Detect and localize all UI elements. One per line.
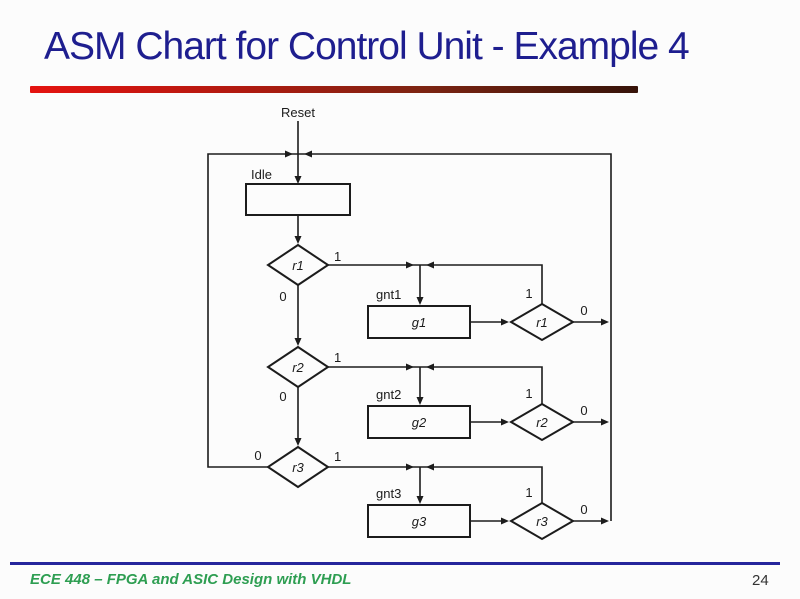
state-box-g3 [367,504,471,538]
decision-r3-label: r3 [292,460,304,475]
wire-outer-loop [207,153,612,521]
r3-false-label: 0 [254,448,261,463]
decision-r1 [266,243,330,287]
decision-r2-label: r2 [292,360,304,375]
decision-hold-r2-label: r2 [536,415,548,430]
asm-row-1: r1 1 0 gnt1 g1 r1 1 0 [266,243,588,342]
title-accent-bar [30,86,638,93]
arrowhead-into-r1 [294,236,302,244]
r1-false-label: 0 [279,289,286,304]
page-number: 24 [752,572,769,589]
footer-rule [10,562,780,565]
r3-true-label: 1 [334,449,341,464]
idle-state-box [245,183,351,216]
gnt1-output-label: gnt1 [376,287,401,302]
gnt3-output-label: gnt3 [376,486,401,501]
arrowhead-row2-merge-right [426,363,434,371]
footer-course-label: ECE 448 – FPGA and ASIC Design with VHDL [30,571,352,588]
hold-r3-true-label: 1 [525,485,532,500]
decision-hold-r1 [509,302,575,342]
asm-wires [207,121,612,525]
arrowhead-row1-merge-right [426,261,434,269]
state-g2-label: g2 [412,415,427,430]
decision-r2 [266,345,330,389]
arrowhead-row1-merge-left [406,261,414,269]
state-g1-label: g1 [412,315,426,330]
arrowhead-into-g2 [416,397,424,405]
arrowhead-row3-merge-right [426,463,434,471]
hold-r2-true-label: 1 [525,386,532,401]
decision-r3 [266,445,330,489]
arrowhead-into-hold-r3 [501,517,509,525]
state-box-g2 [367,405,471,439]
asm-row-2: r2 1 0 gnt2 g2 r2 1 0 [266,345,588,442]
r2-true-label: 1 [334,350,341,365]
hold-r2-false-label: 0 [580,403,587,418]
arrowhead-into-r2 [294,338,302,346]
decision-hold-r2 [509,402,575,442]
decision-hold-r3-label: r3 [536,514,548,529]
decision-hold-r3 [509,501,575,541]
arrowhead-row2-merge-left [406,363,414,371]
hold-r1-true-label: 1 [525,286,532,301]
arrowhead-row3-merge-left [406,463,414,471]
arrowhead-into-r3 [294,438,302,446]
arrowhead-top-merge-right [304,150,312,158]
slide-title: ASM Chart for Control Unit - Example 4 [44,25,690,68]
hold-r1-false-label: 0 [580,303,587,318]
arrowhead-into-hold-r2 [501,418,509,426]
gnt2-output-label: gnt2 [376,387,401,402]
decision-hold-r1-label: r1 [536,315,548,330]
r2-false-label: 0 [279,389,286,404]
arrowhead-r1-false-to-loop [601,318,609,326]
arrowhead-into-g3 [416,496,424,504]
wire-row3-feedback [328,466,543,503]
arrowhead-into-g1 [416,297,424,305]
arrowhead-top-merge-left [285,150,293,158]
wire-row1-feedback [328,264,543,304]
arrowhead-into-hold-r1 [501,318,509,326]
idle-state-label: Idle [251,167,272,182]
arrowhead-r2-false-to-loop [601,418,609,426]
arrowhead-into-idle [294,176,302,184]
state-g3-label: g3 [412,514,427,529]
wire-row2-feedback [328,366,543,404]
decision-r1-label: r1 [292,258,304,273]
hold-r3-false-label: 0 [580,502,587,517]
asm-row-3: r3 1 0 gnt3 g3 r3 1 0 [254,445,588,541]
r1-true-label: 1 [334,249,341,264]
arrowhead-r3-false-to-loop [601,517,609,525]
reset-label: Reset [281,105,315,120]
state-box-g1 [367,305,471,339]
